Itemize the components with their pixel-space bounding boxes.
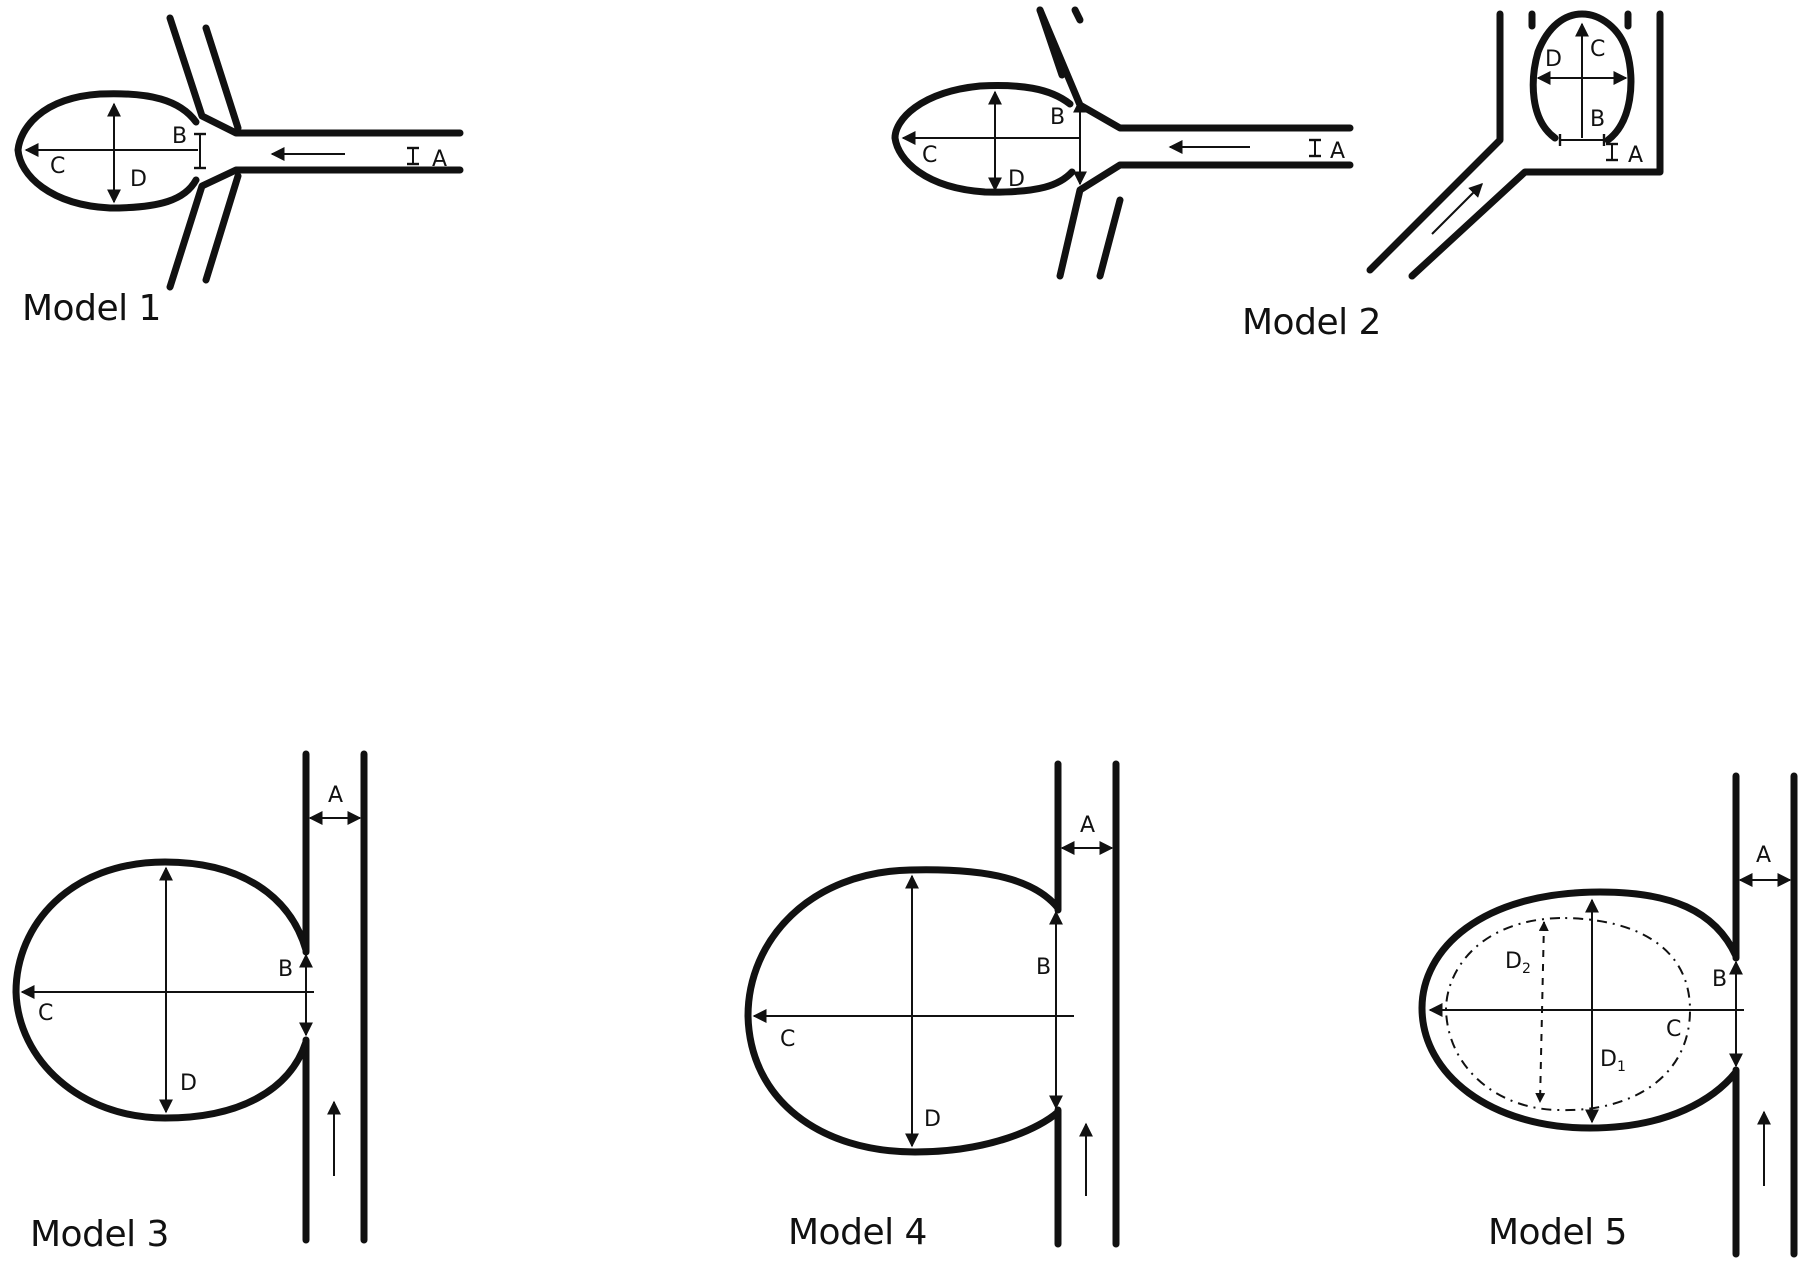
model-3-aneurysm-sac bbox=[12, 858, 310, 1122]
model-4-label-a: A bbox=[1080, 813, 1095, 838]
model-3-label-a: A bbox=[328, 783, 343, 808]
model-5-label-c: C bbox=[1666, 1017, 1681, 1042]
model-5-label-a: A bbox=[1756, 843, 1771, 868]
model-2-variant-vessel bbox=[1366, 10, 1664, 280]
model-4: C D B A Model 4 bbox=[744, 760, 1120, 1253]
model-3-label-c: C bbox=[38, 1001, 53, 1026]
model-1-label-c: C bbox=[50, 154, 65, 179]
model-2: C D B A bbox=[891, 6, 1354, 280]
model-2-variant-label-a: A bbox=[1628, 143, 1643, 168]
model-2-variant-aneurysm-sac bbox=[1529, 10, 1635, 144]
model-2-vessel bbox=[1036, 6, 1354, 280]
model-4-label-c: C bbox=[780, 1027, 795, 1052]
model-2-label-b: B bbox=[1050, 105, 1065, 130]
model-2-title: Model 2 bbox=[1242, 302, 1381, 343]
model-2-variant-label-c: C bbox=[1590, 37, 1605, 62]
model-5-inner-contour bbox=[1444, 916, 1692, 1112]
model-2-variant-label-b: B bbox=[1590, 107, 1605, 132]
model-5-label-b: B bbox=[1712, 967, 1727, 992]
model-4-label-d: D bbox=[924, 1107, 941, 1132]
model-1: C D B A Model 1 bbox=[14, 14, 464, 329]
model-1-aneurysm-sac bbox=[14, 90, 200, 212]
model-4-vessel bbox=[1054, 760, 1120, 1248]
model-5-title: Model 5 bbox=[1488, 1212, 1627, 1253]
model-3-label-b: B bbox=[278, 957, 293, 982]
model-3: C D B A Model 3 bbox=[12, 750, 368, 1255]
model-4-title: Model 4 bbox=[788, 1212, 927, 1253]
model-5-label-d1: D1 bbox=[1600, 1047, 1626, 1075]
model-5-aneurysm-sac bbox=[1418, 888, 1740, 1132]
model-2-label-d: D bbox=[1008, 167, 1025, 192]
model-2-variant-label-d: D bbox=[1545, 47, 1562, 72]
model-1-label-b: B bbox=[172, 124, 187, 149]
model-2-variant: D C B A Model 2 bbox=[1242, 10, 1664, 343]
model-1-title: Model 1 bbox=[22, 288, 161, 329]
model-2-label-c: C bbox=[922, 143, 937, 168]
model-5-dimension-d2 bbox=[1535, 921, 1549, 1103]
model-3-label-d: D bbox=[180, 1071, 197, 1096]
model-4-aneurysm-sac bbox=[744, 866, 1062, 1156]
model-2-label-a: A bbox=[1330, 139, 1345, 164]
model-3-title: Model 3 bbox=[30, 1214, 169, 1255]
model-2-aneurysm-sac bbox=[891, 82, 1076, 196]
model-1-vessel bbox=[166, 14, 464, 291]
model-1-label-d: D bbox=[130, 167, 147, 192]
model-1-label-a: A bbox=[432, 147, 447, 172]
model-5: D2 D1 C B A Model 5 bbox=[1418, 772, 1798, 1258]
model-4-label-b: B bbox=[1036, 955, 1051, 980]
model-2-variant-flow-arrow bbox=[1431, 183, 1483, 235]
model-3-vessel bbox=[302, 750, 368, 1244]
model-5-label-d2: D2 bbox=[1505, 949, 1531, 977]
model-5-vessel bbox=[1732, 772, 1798, 1258]
